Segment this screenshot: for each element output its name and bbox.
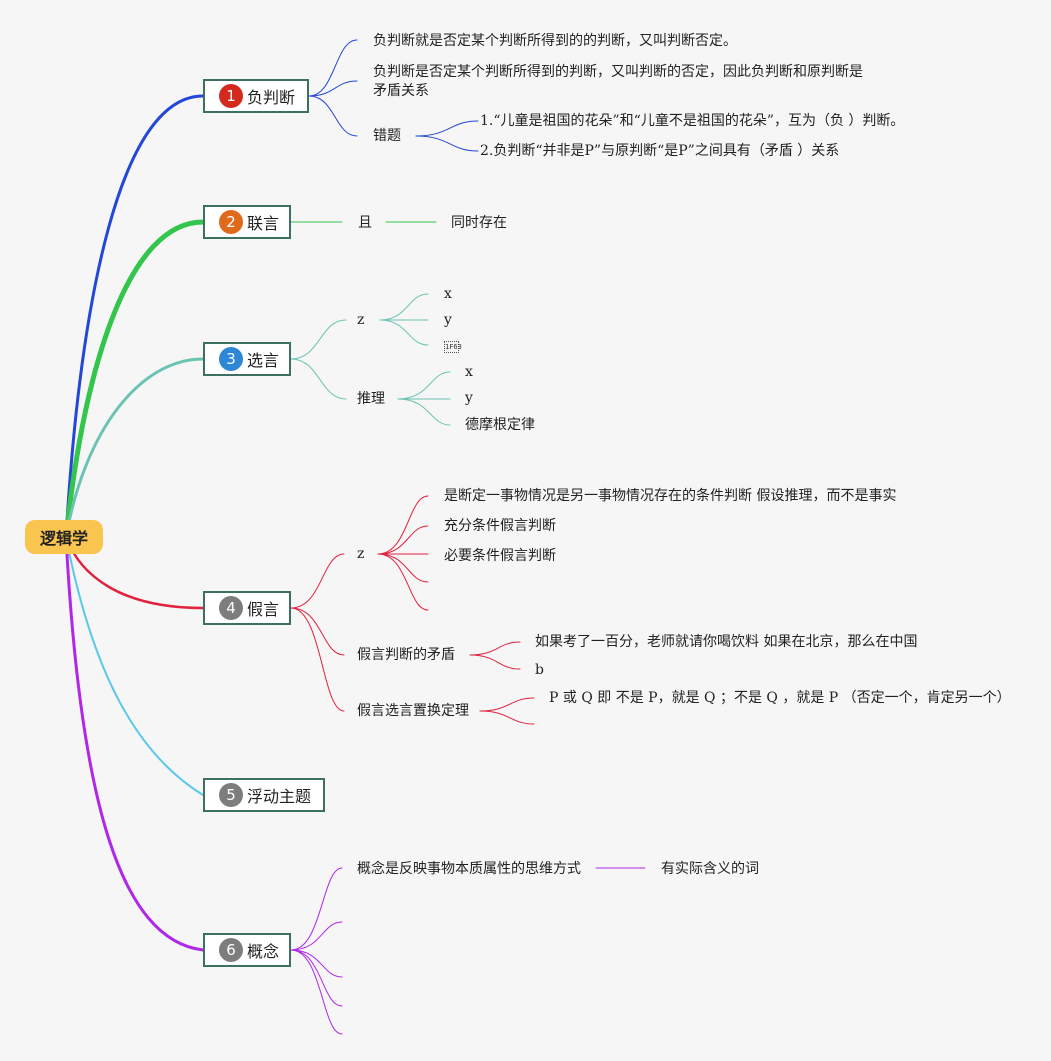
topic-3-branch-1[interactable]: z bbox=[357, 312, 365, 328]
topic-4-branch-1-child-1[interactable]: 是断定一事物情况是另一事物情况存在的条件判断 假设推理，而不是事实 bbox=[444, 488, 897, 504]
connector-t4-a2 bbox=[377, 525, 429, 555]
number-6-icon: 6 bbox=[219, 938, 243, 962]
topic-4-branch-3-child-1[interactable]: P 或 Q 即 不是 P，就是 Q ；不是 Q ，就是 P （否定一个，肯定另一… bbox=[549, 690, 1011, 706]
root-node[interactable]: 逻辑学 bbox=[25, 520, 103, 554]
topic-3-branch-1-child-1[interactable]: x bbox=[444, 286, 452, 302]
connector-t6-c bbox=[290, 949, 343, 978]
connector-t1-c2 bbox=[415, 135, 479, 152]
connector-t4-a4 bbox=[377, 553, 429, 583]
topic-3-branch-2[interactable]: 推理 bbox=[357, 391, 385, 407]
topic-6-branch-1-child-1[interactable]: 有实际含义的词 bbox=[661, 861, 759, 877]
connector-t6-a bbox=[290, 867, 343, 951]
connector-t4-a5 bbox=[377, 553, 429, 611]
connector-root-topic2 bbox=[63, 219, 206, 540]
topic-4-branch-1[interactable]: z bbox=[357, 546, 365, 562]
connector-t4-a1 bbox=[377, 495, 429, 555]
topic-3-node[interactable]: 3 选言 bbox=[203, 342, 291, 376]
topic-4-branch-1-child-3[interactable]: 必要条件假言判断 bbox=[444, 548, 556, 564]
topic-2-label: 联言 bbox=[247, 214, 280, 233]
connector-root-topic1 bbox=[64, 94, 205, 539]
topic-4-branch-2[interactable]: 假言判断的矛盾 bbox=[357, 647, 455, 663]
connector-t4-b bbox=[290, 607, 345, 656]
topic-1-branch-3-child-2[interactable]: 2.负判断“并非是P”与原判断“是P”之间具有（矛盾 ）关系 bbox=[480, 143, 840, 159]
topic-3-branch-2-child-2[interactable]: y bbox=[465, 390, 473, 406]
connector-t4-c2 bbox=[479, 710, 535, 725]
topic-1-node[interactable]: 1 负判断 bbox=[203, 79, 309, 113]
topic-4-branch-2-child-2[interactable]: b bbox=[535, 662, 544, 678]
connector-t3-b3 bbox=[397, 398, 451, 426]
topic-1-branch-3[interactable]: 错题 bbox=[373, 128, 401, 144]
connector-t4-c1 bbox=[479, 697, 535, 712]
topic-3-label: 选言 bbox=[247, 351, 280, 370]
number-2-icon: 2 bbox=[219, 210, 243, 234]
unknown-glyph-icon: 1F63 bbox=[444, 341, 462, 353]
connector-t1-b bbox=[308, 80, 358, 97]
topic-4-label: 假言 bbox=[247, 600, 280, 619]
topic-1-branch-2-line-1[interactable]: 负判断是否定某个判断所得到的判断，又叫判断的否定，因此负判断和原判断是 bbox=[373, 64, 863, 80]
topic-1-branch-3-child-1[interactable]: 1.“儿童是祖国的花朵”和“儿童不是祖国的花朵”，互为（负 ）判断。 bbox=[480, 113, 905, 129]
topic-1-branch-1[interactable]: 负判断就是否定某个判断所得到的的判断，又叫判断否定。 bbox=[373, 33, 737, 49]
connector-t3-a bbox=[290, 319, 347, 360]
connector-t4-a bbox=[290, 553, 345, 609]
topic-6-node[interactable]: 6 概念 bbox=[203, 933, 291, 967]
connector-t1-a bbox=[308, 39, 358, 97]
connector-t4-b1 bbox=[469, 641, 521, 656]
connector-t6-d bbox=[290, 949, 343, 1007]
connector-t1-c1 bbox=[415, 120, 479, 137]
connector-root-topic5 bbox=[65, 536, 204, 796]
root-label: 逻辑学 bbox=[39, 529, 88, 548]
number-5-icon: 5 bbox=[219, 783, 243, 807]
topic-3-branch-1-child-3[interactable]: 1F63 bbox=[444, 335, 462, 355]
connector-t3-b1 bbox=[397, 371, 451, 400]
topic-5-label: 浮动主题 bbox=[247, 787, 312, 806]
connector-t4-c bbox=[290, 607, 345, 712]
topic-1-label: 负判断 bbox=[247, 88, 296, 107]
connector-t4-b2 bbox=[469, 654, 521, 670]
topic-3-branch-2-child-3[interactable]: 德摩根定律 bbox=[465, 417, 535, 433]
connector-root-topic3 bbox=[64, 357, 205, 539]
topic-4-branch-3[interactable]: 假言选言置换定理 bbox=[357, 703, 469, 719]
connector-t6-b bbox=[290, 921, 343, 951]
topic-4-branch-1-child-2[interactable]: 充分条件假言判断 bbox=[444, 518, 556, 534]
topic-5-node[interactable]: 5 浮动主题 bbox=[203, 778, 325, 812]
topic-4-node[interactable]: 4 假言 bbox=[203, 591, 291, 625]
connector-t3-b bbox=[290, 358, 347, 400]
topic-2-node[interactable]: 2 联言 bbox=[203, 205, 291, 239]
topic-1-branch-2-line-2[interactable]: 矛盾关系 bbox=[373, 83, 429, 99]
connector-t1-c bbox=[308, 95, 358, 137]
topic-3-branch-2-child-1[interactable]: x bbox=[465, 364, 473, 380]
topic-2-branch-1-child-1[interactable]: 同时存在 bbox=[451, 215, 507, 231]
connector-t6-e bbox=[290, 949, 343, 1035]
number-4-icon: 4 bbox=[219, 596, 243, 620]
number-1-icon: 1 bbox=[219, 84, 243, 108]
topic-6-branch-1[interactable]: 概念是反映事物本质属性的思维方式 bbox=[357, 861, 581, 877]
topic-3-branch-1-child-2[interactable]: y bbox=[444, 312, 452, 328]
topic-2-branch-1[interactable]: 且 bbox=[358, 215, 372, 231]
number-3-icon: 3 bbox=[219, 347, 243, 371]
connector-t3-a3 bbox=[379, 319, 429, 346]
topic-6-label: 概念 bbox=[247, 942, 280, 961]
connector-root-topic6 bbox=[64, 535, 205, 952]
topic-4-branch-2-child-1[interactable]: 如果考了一百分，老师就请你喝饮料 如果在北京，那么在中国 bbox=[535, 634, 918, 650]
connector-t3-a1 bbox=[379, 293, 429, 321]
